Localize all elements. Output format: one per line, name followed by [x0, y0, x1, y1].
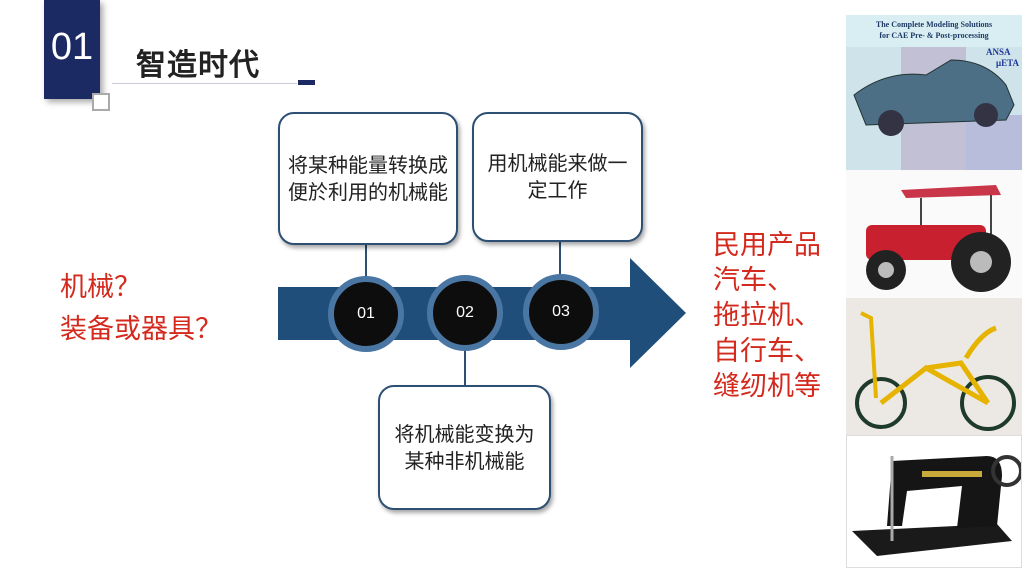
question-line-2: 装备或器具？	[60, 314, 222, 345]
connector-03	[559, 241, 561, 275]
step-box-01: 将某种能量转换成便於利用的机械能	[278, 112, 458, 245]
bicycle-illustration	[855, 311, 1016, 431]
step-box-02: 将机械能变换为某种非机械能	[378, 385, 551, 510]
section-number-block	[44, 0, 100, 99]
step-number-02: 02	[456, 304, 474, 321]
page-title: 智造时代	[136, 48, 260, 83]
tractor-illustration	[866, 185, 1011, 292]
step-circle-03: 03	[523, 274, 599, 350]
products-heading: 民用产品	[713, 230, 821, 261]
svg-text:ANSA: ANSA	[986, 47, 1011, 57]
decorative-square	[92, 93, 110, 111]
sewing-machine-image	[846, 435, 1022, 568]
step-number-03: 03	[552, 303, 570, 320]
title-underline	[112, 83, 297, 84]
step-circle-02: 02	[427, 275, 503, 351]
car-illustration: The Complete Modeling Solutions for CAE …	[846, 15, 1022, 170]
step-circle-01: 01	[328, 276, 404, 352]
question-line-1: 机械？	[60, 272, 141, 303]
svg-text:for CAE Pre- & Post-processing: for CAE Pre- & Post-processing	[879, 31, 988, 40]
title-accent-dash	[298, 80, 315, 85]
step-text-02: 将机械能变换为某种非机械能	[394, 421, 535, 473]
product-item: 自行车、	[713, 336, 821, 367]
product-item: 拖拉机、	[713, 300, 821, 331]
step-text-03: 用机械能来做一定工作	[487, 151, 628, 202]
svg-text:The Complete Modeling Solution: The Complete Modeling Solutions	[876, 20, 992, 29]
tractor-image	[846, 170, 1022, 298]
connector-02	[464, 350, 466, 386]
step-text-01: 将某种能量转换成便於利用的机械能	[288, 152, 448, 204]
section-number: 01	[50, 26, 94, 68]
bicycle-image	[846, 298, 1022, 435]
product-item: 缝纫机等	[713, 371, 821, 402]
car-image: The Complete Modeling Solutions for CAE …	[846, 15, 1022, 170]
product-item: 汽车、	[713, 265, 794, 296]
step-number-01: 01	[357, 305, 375, 322]
connector-01	[365, 244, 367, 278]
sewing-machine-illustration	[852, 455, 1021, 556]
svg-text:μETA: μETA	[996, 58, 1019, 68]
step-box-03: 用机械能来做一定工作	[472, 112, 643, 242]
